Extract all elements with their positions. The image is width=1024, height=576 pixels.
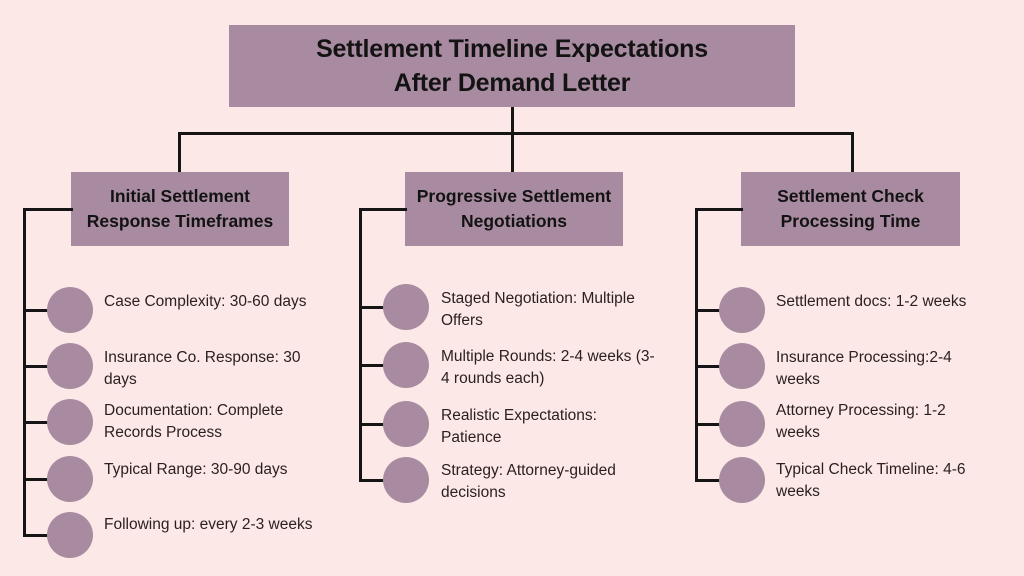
bullet-dot-2-2 [719, 401, 765, 447]
bullet-label-2-2: Attorney Processing: 1-2 weeks [776, 402, 946, 441]
bullet-connector-1-1 [359, 364, 389, 367]
bullet-connector-2-3 [695, 479, 725, 482]
bullet-dot-2-1 [719, 343, 765, 389]
bullet-label-0-1: Insurance Co. Response: 30 days [104, 349, 301, 388]
bullet-dot-0-3 [47, 456, 93, 502]
bullet-dot-0-1 [47, 343, 93, 389]
bullet-dot-2-0 [719, 287, 765, 333]
bullet-connector-1-3 [359, 479, 389, 482]
branch-header-1[interactable]: Progressive Settlement Negotiations [405, 172, 623, 246]
bullet-connector-0-0 [23, 309, 53, 312]
branch-header-0[interactable]: Initial Settlement Response Timeframes [71, 172, 289, 246]
bullet-dot-1-2 [383, 401, 429, 447]
branch-spine-2 [695, 208, 698, 479]
bullet-dot-1-3 [383, 457, 429, 503]
bullet-connector-0-1 [23, 365, 53, 368]
bullet-connector-2-1 [695, 365, 725, 368]
bullet-label-2-0: Settlement docs: 1-2 weeks [776, 293, 967, 310]
bullet-connector-1-2 [359, 423, 389, 426]
branch-spine-top-connector-2 [695, 208, 743, 211]
bullet-connector-2-2 [695, 423, 725, 426]
branch-drop-connector-2 [851, 132, 854, 174]
branch-header-label-2: Settlement Check Processing Time [777, 186, 924, 231]
bullet-label-2-1: Insurance Processing:2-4 weeks [776, 349, 952, 388]
bullet-connector-0-4 [23, 534, 53, 537]
trunk-vertical-connector [511, 107, 514, 135]
branch-header-label-0: Initial Settlement Response Timeframes [86, 186, 274, 231]
bullet-label-0-3: Typical Range: 30-90 days [104, 461, 288, 478]
branch-drop-connector-1 [511, 132, 514, 174]
bullet-dot-0-4 [47, 512, 93, 558]
bullet-label-0-2: Documentation: Complete Records Process [104, 402, 284, 441]
bullet-label-1-0: Staged Negotiation: Multiple Offers [441, 290, 635, 329]
branch-bus-connector [178, 132, 854, 135]
bullet-dot-1-1 [383, 342, 429, 388]
bullet-label-0-4: Following up: every 2-3 weeks [104, 516, 313, 533]
bullet-label-0-0: Case Complexity: 30-60 days [104, 293, 307, 310]
branch-spine-0 [23, 208, 26, 534]
branch-spine-1 [359, 208, 362, 479]
bullet-dot-1-0 [383, 284, 429, 330]
bullet-label-1-2: Realistic Expectations: Patience [441, 407, 597, 446]
branch-header-2[interactable]: Settlement Check Processing Time [741, 172, 960, 246]
bullet-connector-0-3 [23, 478, 53, 481]
bullet-label-1-1: Multiple Rounds: 2-4 weeks (3-4 rounds e… [441, 348, 655, 387]
branch-spine-top-connector-1 [359, 208, 407, 211]
bullet-label-1-3: Strategy: Attorney-guided decisions [441, 462, 616, 501]
bullet-dot-0-2 [47, 399, 93, 445]
bullet-connector-2-0 [695, 309, 725, 312]
page-title: Settlement Timeline Expectations After D… [316, 34, 708, 98]
bullet-connector-0-2 [23, 421, 53, 424]
branch-spine-top-connector-0 [23, 208, 73, 211]
bullet-connector-1-0 [359, 306, 389, 309]
diagram-title-node: Settlement Timeline Expectations After D… [229, 25, 795, 107]
branch-drop-connector-0 [178, 132, 181, 174]
branch-header-label-1: Progressive Settlement Negotiations [416, 186, 612, 231]
bullet-dot-2-3 [719, 457, 765, 503]
bullet-label-2-3: Typical Check Timeline: 4-6 weeks [776, 461, 966, 500]
bullet-dot-0-0 [47, 287, 93, 333]
